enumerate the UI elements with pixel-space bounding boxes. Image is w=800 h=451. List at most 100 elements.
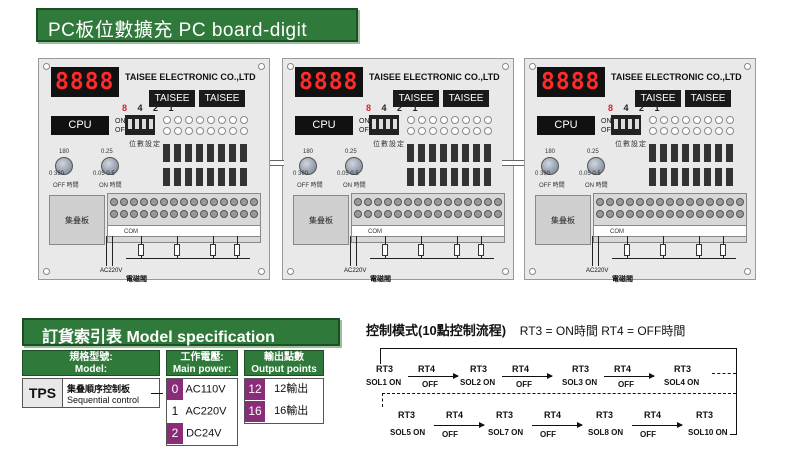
knob2-top-label: 0.25: [101, 149, 113, 155]
power-option: 1 AC220V: [167, 401, 237, 423]
terminal-screw: [726, 198, 734, 206]
off-time-knob[interactable]: [299, 157, 317, 175]
knob2-top-label: 0.25: [587, 149, 599, 155]
knob1-label: OFF 時間: [53, 183, 79, 189]
sol-name: SOL4: [664, 378, 685, 387]
com-label: COM: [124, 229, 138, 235]
flow-arrow: [434, 422, 485, 428]
rt4-label: RT4: [614, 364, 632, 374]
page-title: PC板位數擴充 PC board-digit expansion: [48, 20, 308, 63]
power-wire: [592, 236, 593, 266]
status-led: [429, 127, 437, 135]
relay: [649, 144, 656, 162]
off-time-knob[interactable]: [541, 157, 559, 175]
terminal-screw: [616, 198, 624, 206]
off-time-knob[interactable]: [55, 157, 73, 175]
terminal-screw: [646, 210, 654, 218]
sol-name: SOL10: [688, 428, 714, 437]
flow-end-line: [730, 434, 737, 435]
status-led: [660, 127, 668, 135]
coil-resistor: [174, 244, 180, 256]
on-time-knob[interactable]: [345, 157, 363, 175]
terminal-screw: [160, 210, 168, 218]
relay: [462, 168, 469, 186]
segment-display: 8888: [51, 67, 119, 97]
relay: [682, 168, 689, 186]
status-led: [715, 116, 723, 124]
terminal-screw: [404, 210, 412, 218]
terminal-screw: [180, 210, 188, 218]
brand-badge: TAISEE: [685, 90, 731, 107]
output-option: 12 12輸出: [245, 379, 323, 401]
sol-on: ON: [389, 378, 402, 387]
power-value: AC110V: [185, 383, 226, 396]
power-value: DC24V: [186, 427, 222, 440]
dip-switch[interactable]: [125, 115, 155, 135]
coil-label: 電磁閥: [612, 276, 633, 283]
status-led: [418, 116, 426, 124]
off-label: OFF: [516, 380, 532, 389]
status-led: [185, 127, 193, 135]
relay: [451, 168, 458, 186]
status-led: [671, 116, 679, 124]
status-led: [240, 127, 248, 135]
model-head: 規格型號: Model:: [22, 350, 160, 376]
relay: [185, 144, 192, 162]
terminal-screw: [170, 198, 178, 206]
status-led: [196, 116, 204, 124]
status-led: [693, 127, 701, 135]
terminal-screw: [150, 210, 158, 218]
terminal-screw: [414, 198, 422, 206]
status-led: [429, 116, 437, 124]
model-desc-en: Sequential control: [67, 395, 140, 405]
rt3-label: RT3: [696, 410, 714, 420]
status-led: [484, 116, 492, 124]
dip-switch[interactable]: [611, 115, 641, 135]
status-led: [163, 116, 171, 124]
terminal-screw: [636, 210, 644, 218]
relay: [196, 144, 203, 162]
coil-resistor: [210, 244, 216, 256]
sol-name: SOL5: [390, 428, 411, 437]
power-option: 0 AC110V: [167, 379, 237, 401]
output-value: 16輸出: [274, 405, 309, 418]
dip-number-rest: 4 2 1: [137, 103, 178, 113]
terminal-screw: [716, 210, 724, 218]
status-led: [440, 116, 448, 124]
mount-hole: [287, 63, 294, 70]
sol-name: SOL8: [588, 428, 609, 437]
terminal-screw: [140, 198, 148, 206]
terminal-screw: [424, 210, 432, 218]
off-label: OFF: [618, 380, 634, 389]
sol-label: SOL3 ON: [562, 378, 597, 387]
on-time-knob[interactable]: [101, 157, 119, 175]
rt3-label: RT3: [674, 364, 692, 374]
terminal-screw: [210, 198, 218, 206]
relay: [726, 168, 733, 186]
sol-label: SOL1 ON: [366, 378, 401, 387]
flow-arrow: [632, 422, 683, 428]
digit-set-label: 位數設定: [129, 141, 161, 148]
dip-switch[interactable]: [369, 115, 399, 135]
power-head: 工作電壓: Main power:: [166, 350, 238, 376]
knob2-label: ON 時間: [99, 183, 122, 189]
relay: [484, 144, 491, 162]
terminal-screw: [170, 210, 178, 218]
on-time-knob[interactable]: [587, 157, 605, 175]
board-link-connector: [502, 160, 524, 166]
terminal-screw: [160, 198, 168, 206]
flow-start-line: [380, 348, 381, 364]
relay: [207, 144, 214, 162]
relay: [229, 144, 236, 162]
board-label: 集叠板: [49, 195, 105, 245]
power-wire: [598, 236, 599, 266]
segment-display: 8888: [295, 67, 363, 97]
terminal-screw: [444, 210, 452, 218]
terminal-screw: [696, 198, 704, 206]
model-dash: [151, 393, 163, 394]
terminal-screw: [364, 210, 372, 218]
